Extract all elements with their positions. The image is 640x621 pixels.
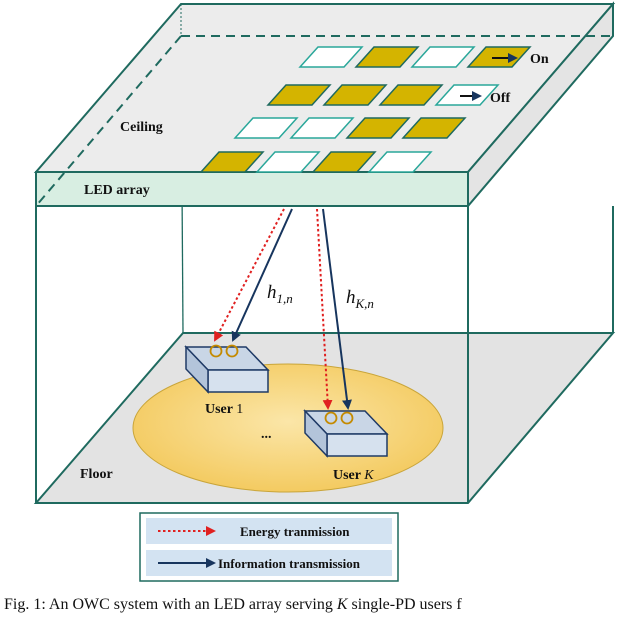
coverage-ellipse — [132, 363, 444, 493]
user-1-device — [184, 344, 270, 394]
led-on-r2-c2 — [322, 84, 388, 106]
led-off-r4-c2 — [255, 151, 321, 173]
energy-link-user-1 — [214, 208, 285, 342]
figure-caption: Fig. 1: An OWC system with an LED array … — [4, 596, 462, 613]
user-1-pd-right — [225, 344, 239, 358]
on-label: On — [530, 52, 549, 67]
legend: Energy tranmission Information transmiss… — [139, 512, 399, 582]
led-array-label: LED array — [84, 183, 150, 198]
floor-label: Floor — [80, 467, 113, 482]
user-k-device — [303, 409, 389, 458]
legend-energy-label: Energy tranmission — [240, 524, 350, 539]
info-link-user-1 — [231, 208, 293, 342]
led-off-r1-c3 — [410, 46, 476, 68]
led-on-r4-c1 — [199, 151, 265, 173]
led-on-r3-c4 — [401, 117, 467, 139]
off-label: Off — [490, 91, 511, 106]
ceiling-label: Ceiling — [120, 120, 163, 135]
user-1-label: User 1 — [205, 402, 243, 417]
user-1-pd-left — [209, 344, 223, 358]
led-off-r3-c2 — [289, 117, 355, 139]
user-k-pd-left — [324, 411, 338, 425]
channel-gain-1: h1,n — [267, 282, 293, 306]
user-k-pd-right — [340, 411, 354, 425]
led-off-r3-c1 — [233, 117, 299, 139]
legend-info-label: Information transmission — [218, 556, 361, 571]
led-on-r1-c2 — [354, 46, 420, 68]
energy-link-user-k — [316, 208, 333, 410]
more-users-dots: ... — [261, 427, 272, 442]
legend-row-energy — [146, 518, 392, 544]
ceiling-side — [467, 1, 614, 209]
led-off-r4-c4 — [367, 151, 433, 173]
user-k-label: User K — [333, 468, 374, 483]
led-on-r2-c3 — [378, 84, 444, 106]
led-on-r3-c3 — [345, 117, 411, 139]
led-on-r4-c3 — [311, 151, 377, 173]
led-on-r2-c1 — [266, 84, 332, 106]
ceiling-hidden-edge-side — [35, 35, 182, 207]
led-off-r1-c1 — [298, 46, 364, 68]
info-link-user-k — [322, 208, 352, 410]
channel-gain-k: hK,n — [346, 287, 374, 311]
